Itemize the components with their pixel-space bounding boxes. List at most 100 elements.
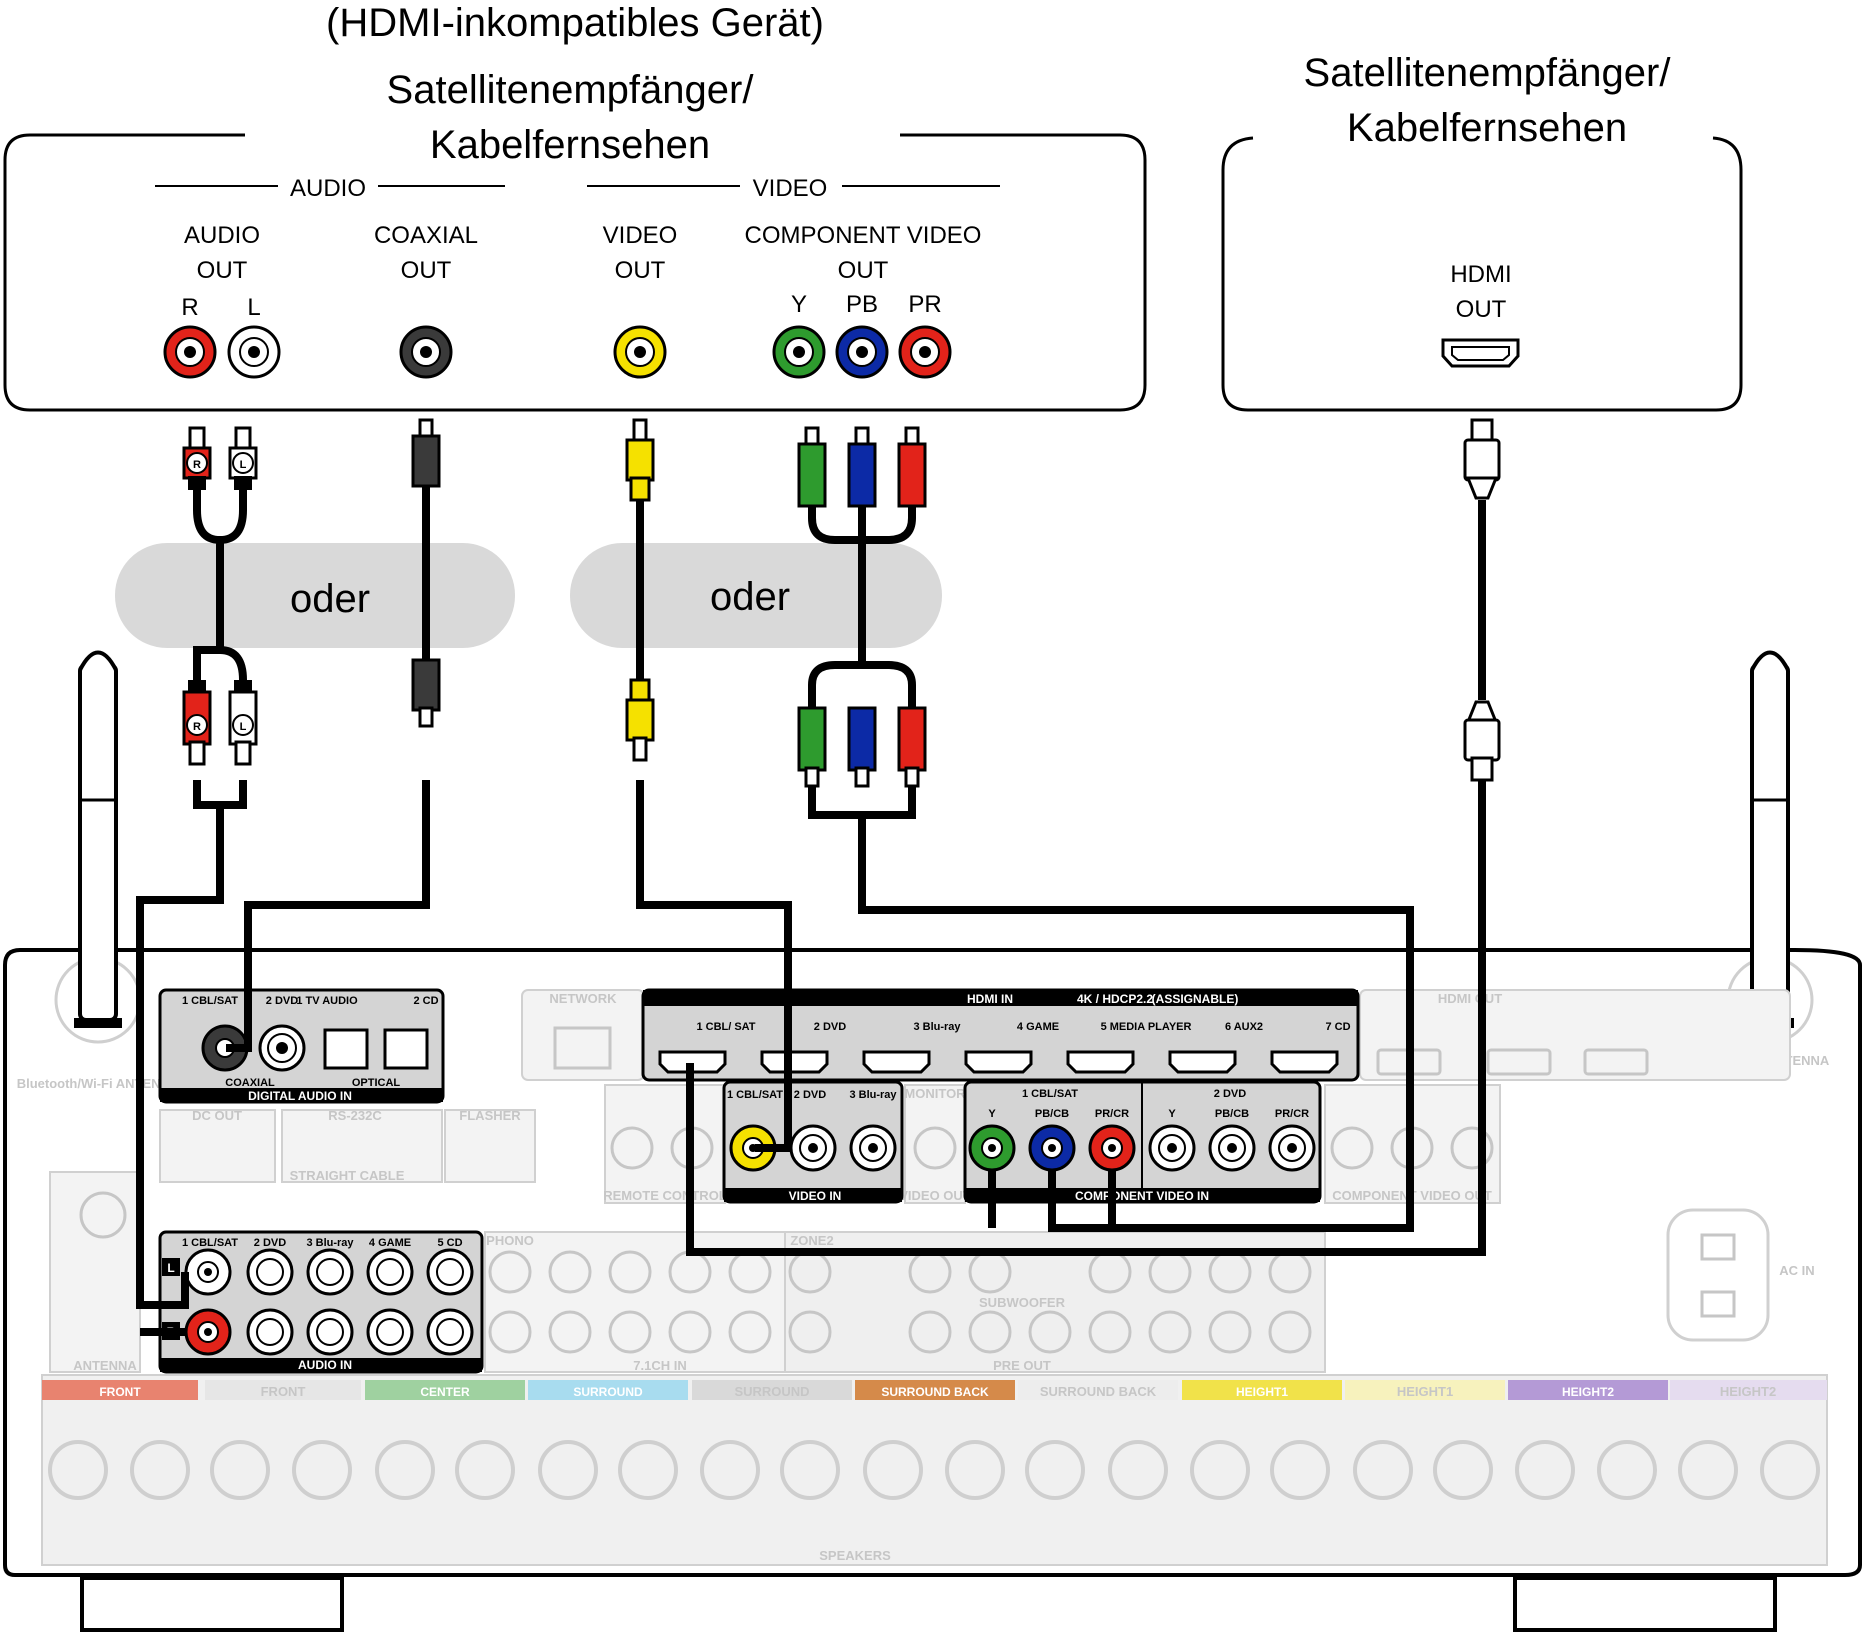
hdmi-in-hdcp: 4K / HDCP2.2 xyxy=(1077,992,1153,1006)
remote-control-label: REMOTE CONTROL xyxy=(603,1188,727,1203)
component-in-1: 1 CBL/SAT xyxy=(1022,1088,1078,1100)
comp-sub-pr-1: PR/CR xyxy=(1095,1108,1129,1120)
subwoofer-label: SUBWOOFER xyxy=(979,1295,1066,1310)
comp-sub-y-1: Y xyxy=(988,1108,996,1120)
audio-in-label: AUDIO IN xyxy=(298,1358,352,1372)
component-video-in-label: COMPONENT VIDEO IN xyxy=(1075,1189,1209,1203)
speaker-label-height2-l: HEIGHT2 xyxy=(1720,1384,1776,1399)
audio-out-label-1: AUDIO xyxy=(184,222,260,249)
plug-video-upper xyxy=(625,418,655,502)
dig-label-2: 2 DVD xyxy=(266,995,298,1007)
audio-in-1: 1 CBL/SAT xyxy=(182,1237,238,1249)
jack-coaxial xyxy=(399,325,453,379)
flasher-label: FLASHER xyxy=(459,1108,521,1123)
plug-r-label-upper: R xyxy=(193,459,201,471)
audio-out-label-2: OUT xyxy=(197,257,248,284)
comp-sub-y-2: Y xyxy=(1168,1108,1176,1120)
pre-out-label: PRE OUT xyxy=(993,1358,1051,1373)
hdmi-in-7: 7 CD xyxy=(1325,1021,1350,1033)
jack-comp-y xyxy=(772,325,826,379)
speaker-label-center: CENTER xyxy=(420,1385,470,1399)
speaker-label-height1-r: HEIGHT1 xyxy=(1236,1385,1288,1399)
plug-comp-pr-upper xyxy=(897,426,927,508)
cable-video-to-receiver xyxy=(636,780,792,1152)
jack-audio-r xyxy=(163,325,217,379)
speaker-label-surround-back-l: SURROUND BACK xyxy=(1040,1384,1157,1399)
cable-audio-upper xyxy=(193,488,224,680)
cables xyxy=(136,470,1486,1336)
ch71-in-label: 7.1CH IN xyxy=(633,1358,686,1373)
component-video-in-panel: COMPONENT VIDEO IN 1 CBL/SAT 2 DVD Y PB/… xyxy=(963,1080,1322,1204)
left-device-title-1: Satellitenempfänger/ xyxy=(387,68,755,112)
component-in-2: 2 DVD xyxy=(1214,1088,1246,1100)
video-out-label-2: OUT xyxy=(615,257,666,284)
ac-in-label: AC IN xyxy=(1779,1263,1814,1278)
audio-in-l-marker: L xyxy=(167,1261,174,1275)
audio-r-label: R xyxy=(181,294,198,321)
jack-video xyxy=(613,325,667,379)
cable-hdmi-to-receiver xyxy=(686,772,1486,1256)
plug-comp-pb-lower xyxy=(847,706,877,788)
comp-sub-pr-2: PR/CR xyxy=(1275,1108,1309,1120)
comp-sub-pb-1: PB/CB xyxy=(1035,1108,1069,1120)
speaker-label-front-r: FRONT xyxy=(99,1385,141,1399)
plug-l-label-lower: L xyxy=(240,721,247,733)
plug-comp-y-upper xyxy=(797,426,827,508)
jack-comp-pr xyxy=(898,325,952,379)
speaker-label-surround-r: SURROUND xyxy=(573,1385,643,1399)
audio-in-5: 5 CD xyxy=(437,1237,462,1249)
left-device: (HDMI-inkompatibles Gerät) Satellitenemp… xyxy=(3,1,1147,412)
dig-label-3: 1 TV AUDIO xyxy=(296,995,358,1007)
speaker-label-height1-l: HEIGHT1 xyxy=(1397,1384,1453,1399)
comp-pr-label: PR xyxy=(908,291,941,318)
or-pill-audio: oder xyxy=(115,543,515,648)
hdmi-in-label: HDMI IN xyxy=(967,992,1013,1006)
straight-cable-label: STRAIGHT CABLE xyxy=(290,1168,405,1183)
comp-sub-pb-2: PB/CB xyxy=(1215,1108,1249,1120)
speaker-label-height2-r: HEIGHT2 xyxy=(1562,1385,1614,1399)
audio-in-2: 2 DVD xyxy=(254,1237,286,1249)
cable-audio-lower-yoke xyxy=(193,780,247,809)
phono-label: PHONO xyxy=(486,1233,534,1248)
coaxial-out-label-2: OUT xyxy=(401,257,452,284)
cable-coaxial-to-receiver xyxy=(226,780,430,1052)
coaxial-receiver-label: COAXIAL xyxy=(225,1077,275,1089)
plug-video-lower xyxy=(625,678,655,762)
hdmi-out-label-2: OUT xyxy=(1456,296,1507,323)
video-in-3: 3 Blu-ray xyxy=(849,1089,897,1101)
video-in-2: 2 DVD xyxy=(794,1089,826,1101)
right-device: Satellitenempfänger/ Kabelfernsehen HDMI… xyxy=(1221,51,1743,412)
rs232c-label: RS-232C xyxy=(328,1108,382,1123)
component-out-label-2: OUT xyxy=(838,257,889,284)
hdmi-in-panel: HDMI IN 4K / HDCP2.2 (ASSIGNABLE) 1 CBL/… xyxy=(641,988,1360,1082)
hdmi-in-3: 3 Blu-ray xyxy=(913,1021,961,1033)
dc-out-label: DC OUT xyxy=(192,1108,242,1123)
or-label-audio: oder xyxy=(290,577,370,621)
dig-label-4: 2 CD xyxy=(413,995,438,1007)
cable-audio-to-receiver xyxy=(136,805,224,1309)
plug-comp-pr-lower xyxy=(897,706,927,788)
speaker-label-front-l: FRONT xyxy=(261,1384,306,1399)
video-out-label-1: VIDEO xyxy=(603,222,678,249)
plug-audio-l-lower: L xyxy=(228,680,258,766)
jack-comp-pb xyxy=(835,325,889,379)
speakers-label: SPEAKERS xyxy=(819,1548,891,1563)
audio-in-4: 4 GAME xyxy=(369,1237,411,1249)
bt-wifi-antenna-left xyxy=(54,650,142,1044)
zone2-label: ZONE2 xyxy=(790,1233,833,1248)
plug-audio-l-upper: L xyxy=(228,426,258,490)
audio-l-label: L xyxy=(247,294,260,321)
comp-pb-label: PB xyxy=(846,291,878,318)
or-label-video: oder xyxy=(710,575,790,619)
right-device-title-2: Kabelfernsehen xyxy=(1347,106,1627,150)
plug-coaxial-upper xyxy=(411,418,441,488)
video-group-label: VIDEO xyxy=(753,175,828,202)
cable-component-to-receiver xyxy=(858,815,1414,1232)
right-device-title-1: Satellitenempfänger/ xyxy=(1304,51,1672,95)
hdmi-in-4: 4 GAME xyxy=(1017,1021,1059,1033)
optical-label: OPTICAL xyxy=(352,1077,401,1089)
plug-l-label-upper: L xyxy=(240,459,247,471)
hdmi-in-1: 1 CBL/ SAT xyxy=(696,1021,755,1033)
video-out-receiver-label: VIDEO OUT xyxy=(899,1188,971,1203)
left-device-subtitle: (HDMI-inkompatibles Gerät) xyxy=(326,1,824,45)
